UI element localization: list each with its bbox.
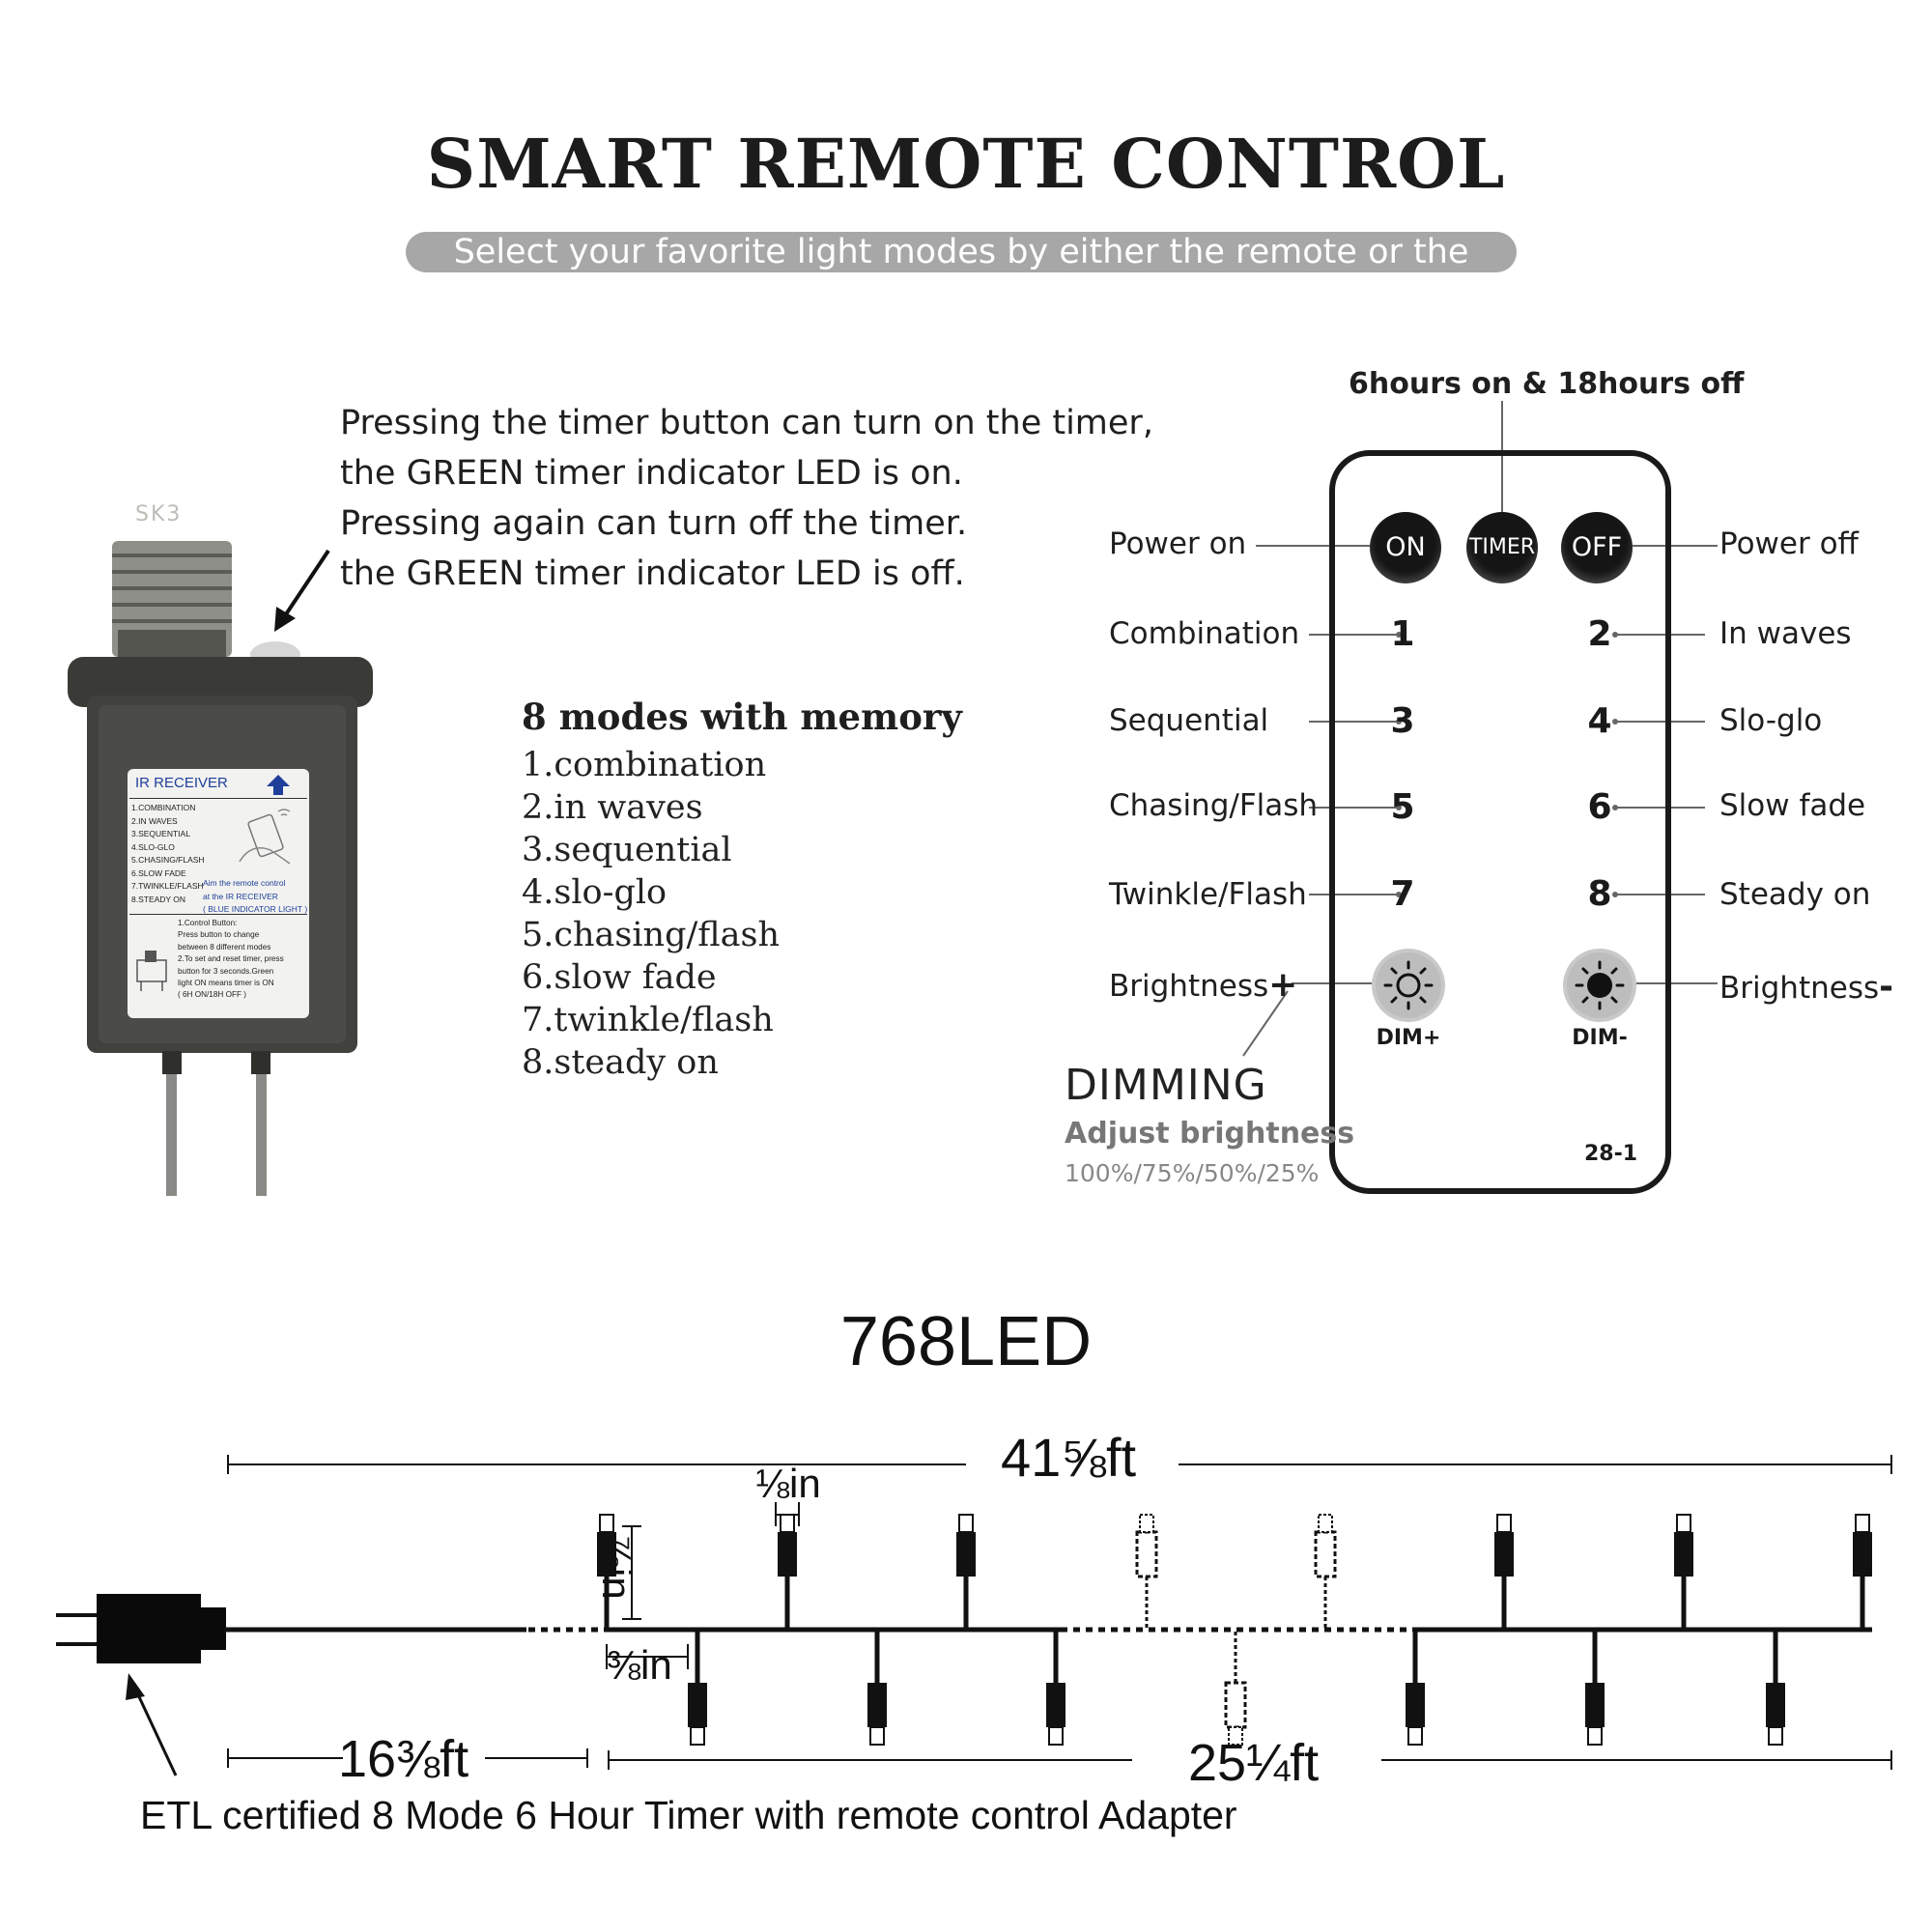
label-twinkle-flash: Twinkle/Flash (1109, 877, 1307, 912)
mode-item: 8.steady on (522, 1043, 719, 1082)
control-button-icon (136, 951, 167, 991)
label-header: IR RECEIVER (135, 775, 228, 791)
label-chasing-flash: Chasing/Flash (1109, 788, 1319, 823)
dim-plus-button[interactable] (1370, 947, 1447, 1024)
plug-icon (56, 1594, 226, 1663)
label-combination: Combination (1109, 616, 1300, 651)
timer-instructions: Pressing the timer button can turn on th… (340, 404, 1153, 593)
dim-plus-label: DIM+ (1376, 1026, 1441, 1050)
label-control-text: 1.Control Button: Press button to change… (178, 919, 284, 1000)
mode-2-button[interactable]: 2 (1587, 614, 1612, 654)
label-brightness-down: Brightness- (1719, 967, 1894, 1007)
dimming-title: DIMMING (1065, 1061, 1267, 1110)
mode-item: 5.chasing/flash (522, 916, 781, 954)
adapter-caption: ETL certified 8 Mode 6 Hour Timer with r… (140, 1793, 1237, 1837)
label-aim-text: Aim the remote control at the IR RECEIVE… (203, 878, 308, 914)
timer-caption: 6hours on & 18hours off (1349, 367, 1745, 401)
mode-4-button[interactable]: 4 (1587, 701, 1612, 741)
mode-item: 1.combination (522, 746, 767, 784)
light-string-diagram (56, 1455, 1892, 1776)
label-brightness-up: Brightness+ (1109, 965, 1298, 1005)
dim-minus-button[interactable] (1561, 947, 1638, 1024)
on-button[interactable]: ON (1370, 512, 1441, 583)
bulb-height-label: ⅞in (594, 1534, 639, 1600)
modes-title: 8 modes with memory (522, 696, 962, 738)
timer-button[interactable]: TIMER (1466, 512, 1538, 583)
mode-item: 3.sequential (522, 831, 732, 869)
mode-6-button[interactable]: 6 (1587, 787, 1612, 827)
label-power-on: Power on (1109, 526, 1247, 561)
page-title: SMART REMOTE CONTROL (426, 124, 1506, 204)
mode-8-button[interactable]: 8 (1587, 874, 1612, 914)
mode-7-button[interactable]: 7 (1390, 874, 1415, 914)
label-mode-list: 1.COMBINATION 2.IN WAVES 3.SEQUENTIAL 4.… (131, 803, 205, 904)
off-button[interactable]: OFF (1561, 512, 1633, 583)
bulb-width-label: ⅛in (755, 1461, 821, 1506)
dimming-levels: 100%/75%/50%/25% (1065, 1159, 1320, 1187)
label-power-off: Power off (1719, 526, 1859, 561)
mode-item: 2.in waves (522, 788, 703, 827)
total-length-label: 41⅝ft (1001, 1427, 1137, 1488)
bulb-spacing-label: ⅜in (607, 1642, 672, 1688)
dimming-subtitle: Adjust brightness (1065, 1117, 1355, 1151)
label-steady-on: Steady on (1719, 877, 1871, 912)
upper-bulbs (597, 1514, 1872, 1630)
label-sequential: Sequential (1109, 703, 1269, 738)
remote-body (1329, 450, 1671, 1194)
adapter-illustration: SK3 IR RECEIVER 1.COMBINATION 2.IN WAVES… (58, 502, 386, 1217)
adapter-label: IR RECEIVER 1.COMBINATION 2.IN WAVES 3.S… (128, 769, 309, 1018)
mode-item: 7.twinkle/flash (522, 1001, 774, 1039)
mode-5-button[interactable]: 5 (1390, 787, 1415, 827)
up-arrow-icon (267, 775, 290, 795)
remote-model-number: 28-1 (1584, 1142, 1638, 1166)
dim-minus-label: DIM- (1572, 1026, 1628, 1050)
subtitle-banner: Select your favorite light modes by eith… (406, 232, 1517, 312)
lit-length-label: 25¼ft (1188, 1734, 1320, 1792)
lead-length-label: 16⅜ft (338, 1730, 469, 1788)
remote-hand-icon (239, 809, 291, 865)
lower-bulbs (688, 1630, 1785, 1746)
mode-item: 6.slow fade (522, 958, 717, 997)
mode-1-button[interactable]: 1 (1390, 614, 1415, 654)
label-slow-fade: Slow fade (1719, 788, 1866, 823)
led-count: 768LED (839, 1303, 1093, 1380)
label-in-waves: In waves (1719, 616, 1852, 651)
modes-list: 1.combination 2.in waves 3.sequential 4.… (522, 744, 780, 1084)
socket-mark: SK3 (135, 502, 183, 526)
adapter-arrow-icon (126, 1673, 178, 1776)
mode-3-button[interactable]: 3 (1390, 701, 1415, 741)
mode-item: 4.slo-glo (522, 873, 668, 912)
label-slo-glo: Slo-glo (1719, 703, 1823, 738)
pointer-arrow-icon (274, 549, 330, 632)
